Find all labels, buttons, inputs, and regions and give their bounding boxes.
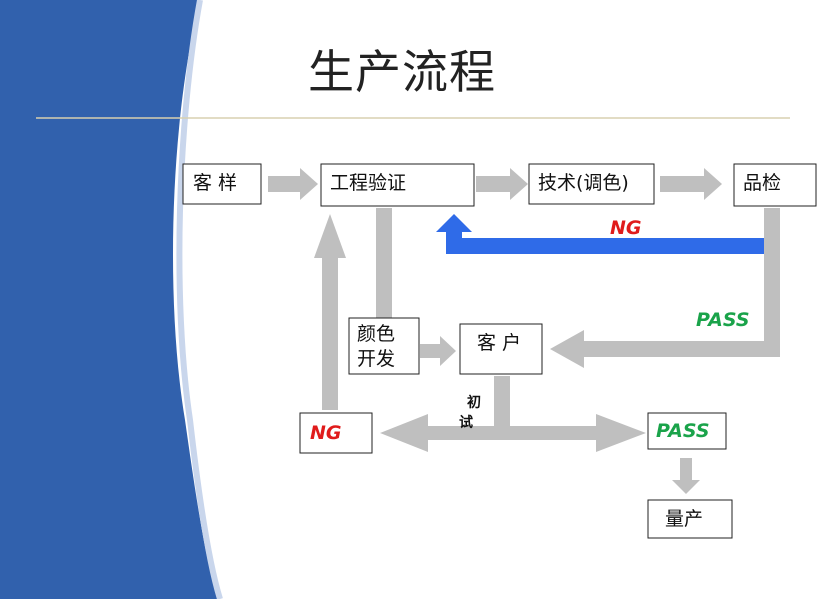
arrow-colordev-to-customer — [420, 336, 456, 366]
box-customer — [459, 323, 543, 375]
arrow-trial-double — [380, 414, 646, 452]
edge-ng-feedback-label: NG — [610, 217, 642, 239]
node-color-development-label-2: 开发 — [357, 348, 396, 370]
node-ng-label: NG — [310, 422, 342, 444]
arrow-technology-to-inspection — [660, 168, 722, 200]
arrow-pass-to-customer — [550, 330, 780, 368]
node-pass-label: PASS — [656, 420, 710, 442]
node-engineering-validation-label: 工程验证 — [330, 172, 407, 194]
box-quality-inspection — [733, 163, 817, 207]
box-sample — [182, 163, 262, 205]
page-title: 生产流程 — [308, 45, 496, 99]
sidebar-blue-band — [0, 0, 218, 599]
line-inspection-down — [764, 208, 780, 355]
box-technology — [528, 163, 655, 205]
edge-trial-label-1: 初 — [467, 395, 481, 411]
box-pass — [647, 412, 727, 450]
box-engineering-validation — [320, 163, 475, 207]
node-color-development-label-1: 颜色 — [357, 323, 396, 345]
node-quality-inspection-label: 品检 — [743, 172, 782, 194]
box-mass-production — [647, 499, 733, 539]
line-customer-down — [494, 376, 510, 426]
node-technology-label: 技术(调色) — [538, 172, 629, 194]
node-mass-production-label: 量产 — [665, 508, 704, 530]
arrow-ng-feedback — [436, 214, 764, 254]
arrow-engineering-to-technology — [476, 168, 528, 200]
arrow-sample-to-engineering — [268, 168, 318, 200]
line-engineering-to-color-dev — [376, 208, 392, 318]
box-ng — [299, 412, 373, 454]
arrow-pass-to-mass-production — [672, 458, 700, 494]
box-color-development — [348, 317, 420, 375]
node-customer-label: 客 户 — [477, 332, 522, 354]
sidebar-light-curve — [176, 0, 223, 599]
arrow-ng-to-engineering — [314, 214, 346, 410]
edge-pass-to-customer-label: PASS — [696, 309, 750, 331]
node-sample-label: 客 样 — [193, 172, 238, 194]
edge-trial-label-2: 试 — [459, 415, 473, 431]
